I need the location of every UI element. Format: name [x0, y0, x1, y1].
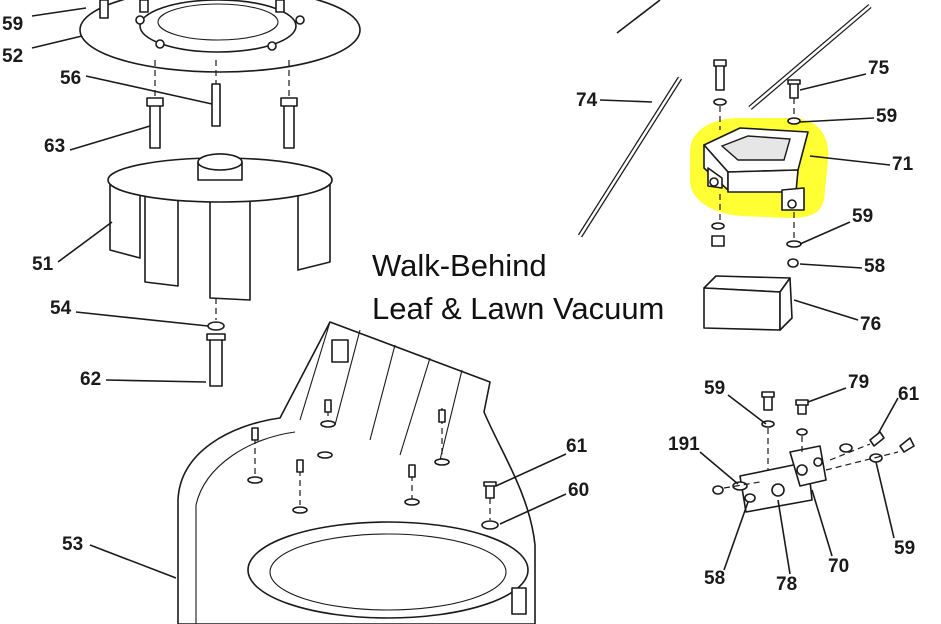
title-line-1: Walk-Behind [372, 248, 547, 283]
label-59: 59 [2, 14, 23, 35]
label-54: 54 [50, 298, 72, 319]
part-71-bracket [690, 118, 829, 218]
part-76-block [703, 275, 793, 331]
label-59: 59 [876, 106, 897, 127]
label-71: 71 [892, 154, 914, 175]
label-61: 61 [566, 436, 588, 457]
label-53: 53 [62, 534, 83, 555]
leader-lines [31, 7, 899, 579]
part-70-assembly [712, 391, 915, 513]
label-76: 76 [860, 314, 881, 335]
label-61: 61 [898, 384, 920, 405]
part-63-bolts [146, 60, 298, 149]
part-56-pin [211, 60, 221, 127]
housing-screws [247, 399, 450, 514]
label-59: 59 [704, 378, 725, 399]
callout-labels: 59 52 56 63 51 54 62 53 74 75 59 71 59 5… [2, 14, 920, 595]
part-53-housing [177, 321, 536, 624]
label-74: 74 [576, 90, 598, 111]
label-59: 59 [894, 538, 915, 559]
label-70: 70 [828, 556, 849, 577]
label-63: 63 [44, 136, 65, 157]
label-62: 62 [80, 369, 101, 390]
part-52-plate [79, 0, 361, 73]
title-line-2: Leaf & Lawn Vacuum [372, 291, 664, 326]
label-79: 79 [848, 372, 869, 393]
label-58: 58 [864, 256, 885, 277]
label-56: 56 [60, 68, 81, 89]
part-74-rods [577, 0, 872, 238]
diagram-title: Walk-Behind Leaf & Lawn Vacuum [372, 248, 664, 326]
label-51: 51 [32, 254, 54, 275]
label-75: 75 [868, 58, 890, 79]
label-78: 78 [776, 574, 797, 595]
label-59: 59 [852, 206, 873, 227]
part-54-62-shaft [206, 298, 226, 387]
label-60: 60 [568, 480, 589, 501]
part-61-60-screw [481, 481, 499, 530]
label-52: 52 [2, 46, 23, 67]
part-51-impeller [107, 153, 333, 301]
label-58: 58 [704, 568, 725, 589]
label-191: 191 [668, 434, 700, 455]
part-71-hardware [711, 59, 802, 268]
